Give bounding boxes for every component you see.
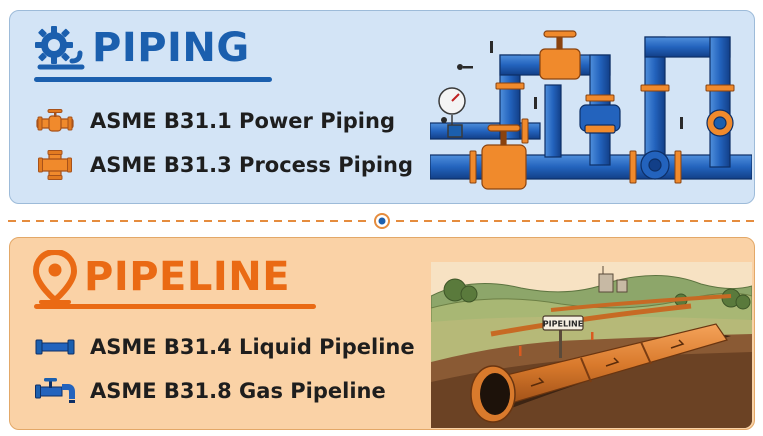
pipeline-marker-sign: PIPELINE xyxy=(543,320,583,329)
pipeline-title: PIPELINE xyxy=(84,254,291,300)
buried-pipeline-trench-illustration: PIPELINE xyxy=(431,262,752,428)
process-piping-network-illustration xyxy=(430,30,752,190)
straight-pipe-icon xyxy=(34,333,76,361)
list-item-b31-8: ASME B31.8 Gas Pipeline xyxy=(34,377,386,405)
list-item-b31-4: ASME B31.4 Liquid Pipeline xyxy=(34,333,415,361)
section-divider xyxy=(8,213,756,229)
pipeline-panel: PIPELINE ASME B31.4 Liquid Pipeline ASME… xyxy=(9,237,755,430)
list-item-label: ASME B31.8 Gas Pipeline xyxy=(90,379,386,403)
list-item-label: ASME B31.3 Process Piping xyxy=(90,153,414,177)
piping-heading: PIPING xyxy=(32,23,250,73)
list-item-label: ASME B31.4 Liquid Pipeline xyxy=(90,335,415,359)
list-item-b31-1: ASME B31.1 Power Piping xyxy=(34,107,395,135)
location-pin-icon xyxy=(32,250,78,304)
piping-panel: PIPING ASME B31.1 Power Piping xyxy=(9,10,755,204)
gear-pipe-icon xyxy=(35,26,85,70)
list-item-b31-3: ASME B31.3 Process Piping xyxy=(34,150,414,180)
pipeline-title-underline xyxy=(34,304,316,309)
list-item-label: ASME B31.1 Power Piping xyxy=(90,109,395,133)
piping-title: PIPING xyxy=(92,25,250,71)
pipeline-heading: PIPELINE xyxy=(32,250,290,304)
pipe-cross-fitting-icon xyxy=(34,150,76,180)
gas-tap-icon xyxy=(34,377,76,405)
piping-title-underline xyxy=(34,77,272,82)
valve-icon xyxy=(34,107,76,135)
